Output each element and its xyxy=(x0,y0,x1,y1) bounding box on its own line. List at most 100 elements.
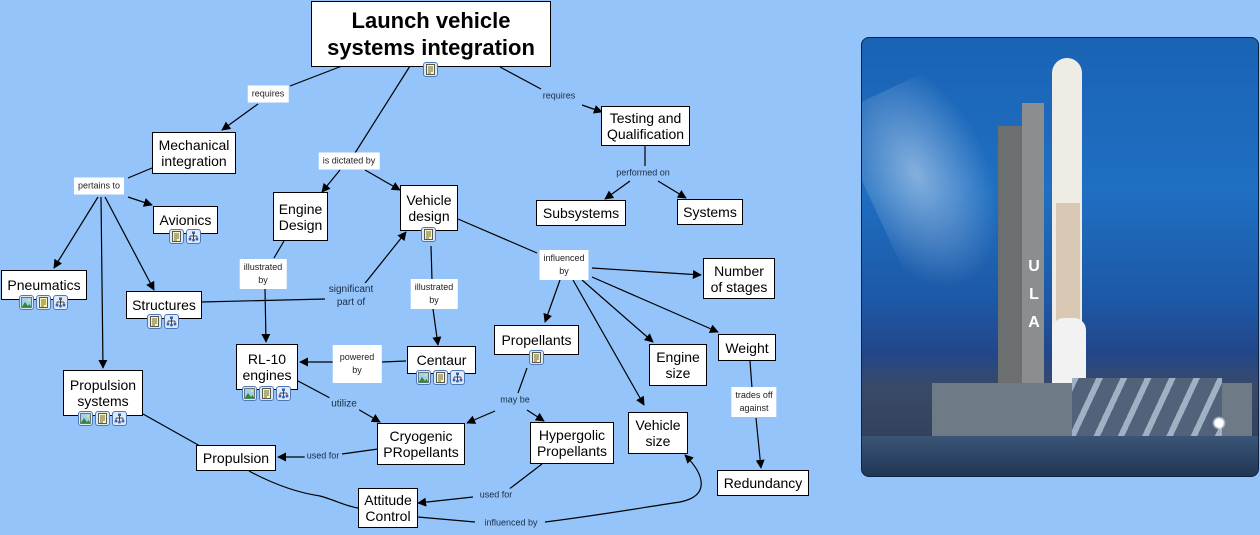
document-icon[interactable] xyxy=(169,229,184,244)
link-label-significant-part-of[interactable]: significant part of xyxy=(326,283,376,309)
edge-pertains-structures xyxy=(104,196,155,291)
concept-number-of-stages[interactable]: Number of stages xyxy=(703,258,775,299)
edge-requires-mech xyxy=(221,103,259,131)
concept-weight[interactable]: Weight xyxy=(718,334,776,361)
concept-map-icon[interactable] xyxy=(186,229,201,244)
link-label-trades-off-against[interactable]: trades off against xyxy=(731,387,777,417)
photo-umbilical-tower xyxy=(1022,103,1044,403)
link-label-utilize[interactable]: utilize xyxy=(329,397,359,411)
document-icon[interactable] xyxy=(529,350,544,365)
edge-significant-vehicle xyxy=(361,231,407,288)
concept-engine-design[interactable]: Engine Design xyxy=(273,192,328,241)
concept-map-icon[interactable] xyxy=(450,370,465,385)
concept-subsystems[interactable]: Subsystems xyxy=(536,200,626,226)
edge-influenced-vehiclesize xyxy=(572,279,645,406)
avionics-resources xyxy=(169,229,201,244)
photo-pad-ramps xyxy=(1072,378,1222,438)
edge-influenced-enginesize xyxy=(581,279,654,343)
edge-maybe-hyper xyxy=(526,409,545,422)
edge-influenced-stages xyxy=(591,267,702,279)
propellants-resources xyxy=(529,350,544,365)
edge-structures-significant xyxy=(200,298,326,303)
edge-maybe-cryo xyxy=(466,410,496,424)
concept-map-icon[interactable] xyxy=(112,411,127,426)
edge-dictated-engine xyxy=(321,169,341,193)
concept-propulsion[interactable]: Propulsion xyxy=(196,445,276,471)
edge-hyper-usedfor xyxy=(507,463,543,491)
concept-engine-size[interactable]: Engine size xyxy=(649,344,707,386)
concept-redundancy[interactable]: Redundancy xyxy=(717,470,809,496)
structures-resources xyxy=(147,314,179,329)
document-icon[interactable] xyxy=(259,386,274,401)
concept-cryogenic-propellants[interactable]: Cryogenic PRopellants xyxy=(377,423,465,465)
link-label-illustrated-by-vehicle[interactable]: illustrated by xyxy=(410,279,458,309)
concept-vehicle-size[interactable]: Vehicle size xyxy=(628,412,688,454)
edge-propsys-propulsion xyxy=(142,413,201,447)
concept-rl10-engines[interactable]: RL-10 engines xyxy=(236,344,298,390)
link-label-powered-by[interactable]: powered by xyxy=(332,345,382,383)
propulsion-systems-resources xyxy=(78,411,127,426)
concept-map-icon[interactable] xyxy=(276,386,291,401)
concept-vehicle-design[interactable]: Vehicle design xyxy=(400,185,458,231)
edge-requires-testing xyxy=(581,104,603,114)
edge-weight-trades xyxy=(749,360,753,389)
link-label-is-dictated-by[interactable]: is dictated by xyxy=(318,152,380,170)
edge-root-dictated xyxy=(354,65,411,154)
concept-map-icon[interactable] xyxy=(164,314,179,329)
concept-hypergolic-propellants[interactable]: Hypergolic Propellants xyxy=(530,422,614,464)
concept-testing-qualification[interactable]: Testing and Qualification xyxy=(601,106,690,146)
edge-trades-redundancy xyxy=(755,417,765,469)
rl10-resources xyxy=(242,386,291,401)
link-label-illustrated-by-engine[interactable]: illustrated by xyxy=(239,259,287,289)
edge-vehicle-illus xyxy=(430,245,433,281)
document-icon[interactable] xyxy=(421,227,436,242)
link-label-requires-mech[interactable]: requires xyxy=(247,85,289,103)
edge-illus-centaur xyxy=(432,308,442,346)
link-label-may-be[interactable]: may be xyxy=(498,393,532,407)
concept-attitude-control[interactable]: Attitude Control xyxy=(358,488,418,528)
link-label-used-for-cryogenic[interactable]: used for xyxy=(304,449,342,463)
concept-map-icon[interactable] xyxy=(53,295,68,310)
edge-mech-pertains xyxy=(127,167,153,179)
image-icon[interactable] xyxy=(19,295,34,310)
edge-pertains-avionics xyxy=(127,196,153,207)
link-label-used-for-hypergolic[interactable]: used for xyxy=(477,488,515,502)
concept-mechanical-integration[interactable]: Mechanical integration xyxy=(152,132,236,174)
document-icon[interactable] xyxy=(36,295,51,310)
link-label-influenced-by[interactable]: influenced by xyxy=(539,250,589,280)
image-icon[interactable] xyxy=(78,411,93,426)
edge-influenced-vehiclesize2 xyxy=(544,454,702,523)
edge-pertains-propulsion-systems xyxy=(98,196,108,369)
concept-propulsion-systems[interactable]: Propulsion systems xyxy=(63,370,143,416)
edge-cryo-usedfor xyxy=(341,448,379,455)
document-icon[interactable] xyxy=(433,370,448,385)
pneumatics-resources xyxy=(19,295,68,310)
edge-pertains-pneumatics xyxy=(53,196,99,269)
edge-utilize-cryo xyxy=(355,407,381,423)
document-icon[interactable] xyxy=(147,314,162,329)
link-label-influenced-by-attitude[interactable]: influenced by xyxy=(482,516,540,530)
photo-pad-light xyxy=(1212,416,1226,430)
edge-usedfor-attitude xyxy=(417,496,474,507)
document-icon[interactable] xyxy=(423,62,438,77)
concept-root[interactable]: Launch vehicle systems integration xyxy=(311,1,551,67)
edge-performed-systems xyxy=(657,180,687,199)
link-label-requires-testing[interactable]: requires xyxy=(540,89,578,103)
edge-performed-subsystems xyxy=(604,180,631,200)
image-icon[interactable] xyxy=(242,386,257,401)
edge-centaur-powered xyxy=(381,360,407,363)
edge-propellants-maybe xyxy=(517,367,528,394)
edge-dictated-vehicle xyxy=(364,169,401,191)
link-label-pertains-to[interactable]: pertains to xyxy=(73,177,125,195)
concept-avionics[interactable]: Avionics xyxy=(153,206,218,234)
link-label-performed-on[interactable]: performed on xyxy=(614,166,672,180)
concept-systems[interactable]: Systems xyxy=(677,199,743,225)
edge-influenced-weight xyxy=(591,276,719,333)
vehicle-design-resources xyxy=(421,227,436,242)
image-icon[interactable] xyxy=(416,370,431,385)
centaur-resources xyxy=(416,370,465,385)
document-icon[interactable] xyxy=(95,411,110,426)
